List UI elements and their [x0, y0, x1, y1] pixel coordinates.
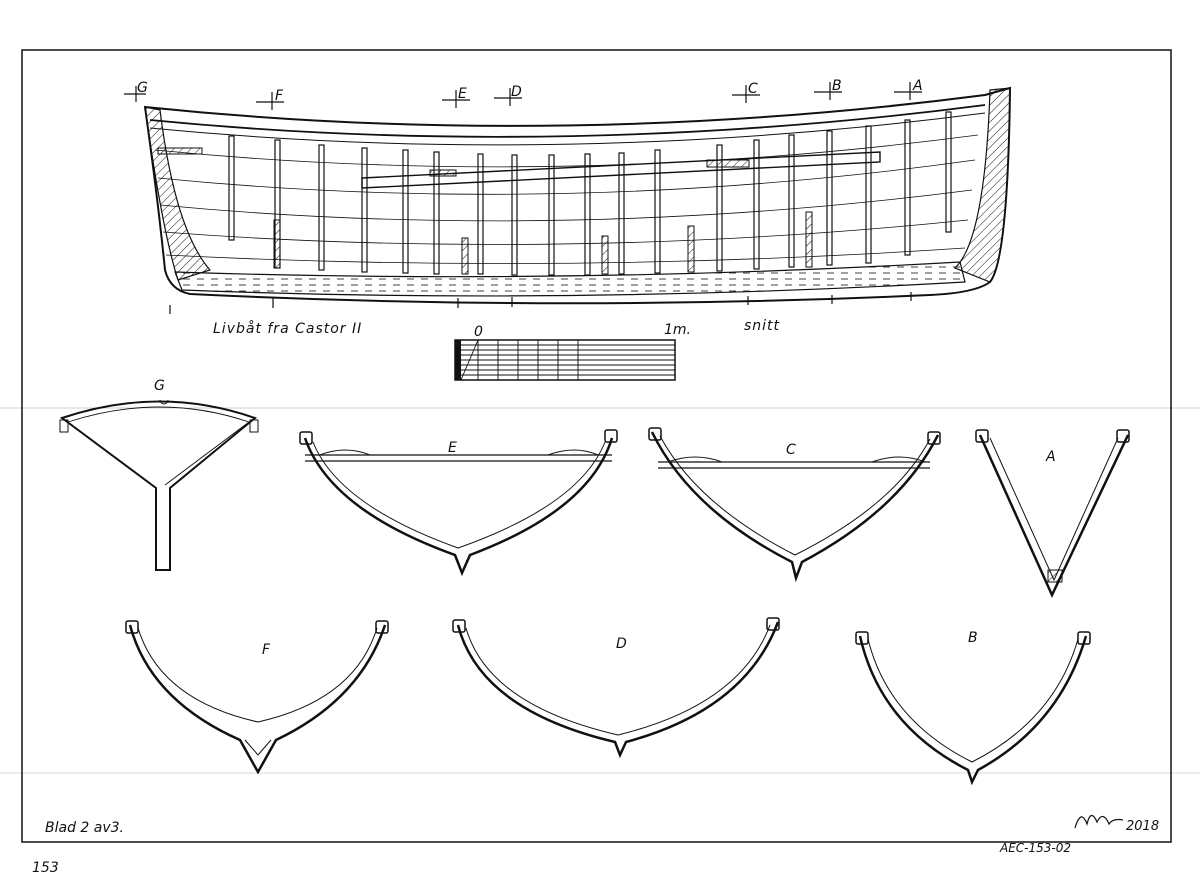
scale-bar: 0 1m. — [454, 322, 691, 381]
reference-code: AEC-153-02 — [999, 841, 1071, 855]
keel-floor — [174, 261, 966, 297]
section-f-label: F — [262, 642, 271, 658]
signature-year: 2018 — [1126, 819, 1159, 834]
marker-c: C — [748, 81, 758, 97]
section-b-label: B — [968, 630, 978, 646]
gunwale-inner — [149, 112, 986, 146]
sheet-border — [21, 49, 1172, 843]
stem-post — [953, 87, 1011, 283]
gunwale — [149, 104, 986, 138]
scale-end: 1m. — [664, 322, 691, 338]
drawing-title: Livbåt fra Castor II — [213, 320, 362, 337]
hull-outline — [143, 86, 1012, 305]
section-g: G — [59, 378, 259, 571]
sheet-label: Blad 2 av3. — [45, 820, 124, 836]
section-d-label: D — [616, 636, 627, 652]
view-label: snitt — [744, 318, 780, 334]
section-b: B — [855, 630, 1091, 786]
section-d: D — [452, 617, 780, 759]
signature — [1074, 814, 1124, 829]
section-g-label: G — [154, 378, 165, 394]
boat-profile — [143, 86, 1012, 305]
marker-b: B — [832, 78, 842, 94]
section-c-label: C — [786, 442, 796, 458]
section-f: F — [125, 620, 389, 775]
section-e-label: E — [448, 440, 457, 456]
marker-g: G — [137, 80, 148, 96]
marker-e: E — [458, 86, 467, 102]
aft-seat — [157, 147, 203, 155]
section-e: E — [299, 429, 618, 577]
marker-a: A — [912, 78, 923, 94]
scale-zero: 0 — [474, 324, 483, 340]
section-markers: G F E D C B A — [124, 78, 923, 314]
section-a: A — [975, 429, 1130, 598]
marker-d: D — [511, 84, 522, 100]
section-c: C — [648, 427, 941, 583]
margin-note: 153 — [32, 860, 59, 876]
marker-f: F — [275, 88, 284, 104]
section-a-label: A — [1045, 449, 1056, 465]
